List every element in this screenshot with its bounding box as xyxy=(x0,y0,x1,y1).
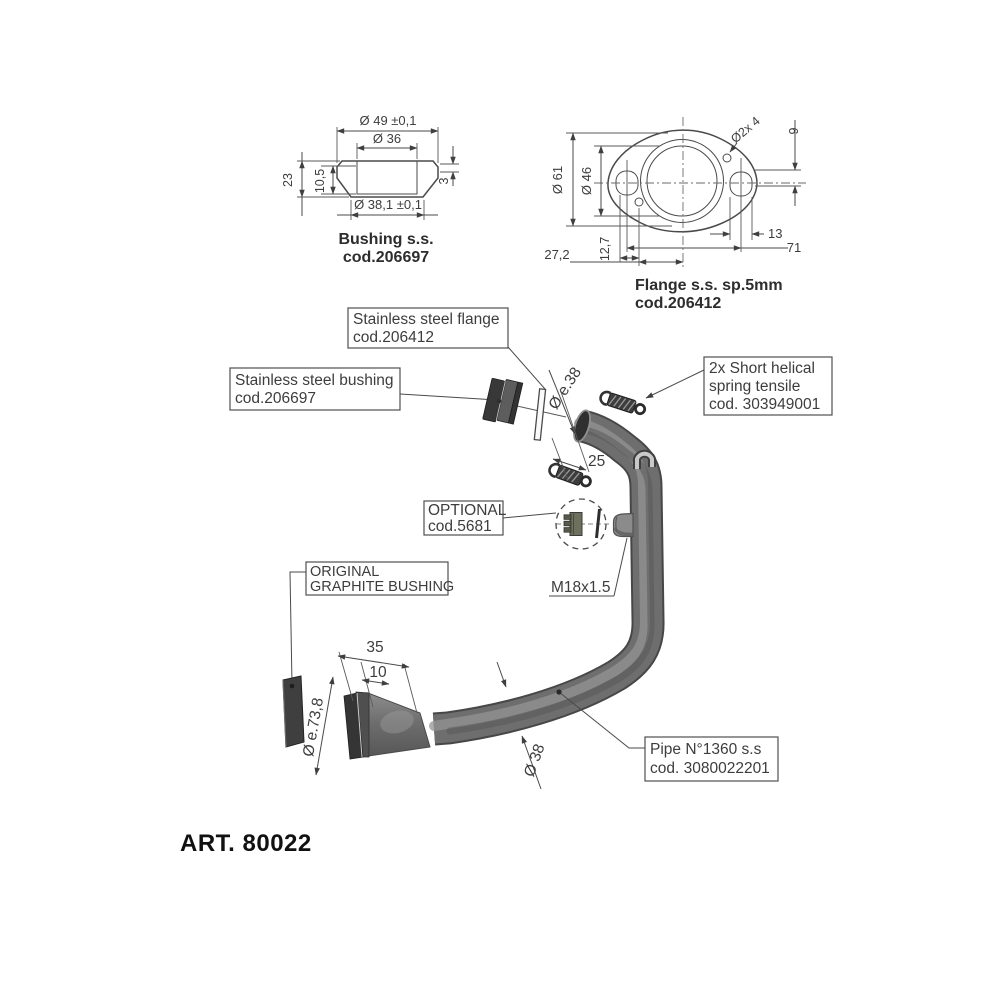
callout-optional: OPTIONAL cod.5681 xyxy=(423,500,507,536)
bushing-bore-lines xyxy=(356,161,418,195)
optional-leader-line xyxy=(502,512,557,519)
callout-bushing-line1: Stainless steel bushing xyxy=(235,372,394,389)
callout-graphite-line2: GRAPHITE BUSHING xyxy=(310,579,454,595)
pipe-flare-end xyxy=(343,691,431,760)
thread-label: M18x1.5 xyxy=(551,579,610,596)
callout-bushing: Stainless steel bushing cod.206697 xyxy=(229,367,401,411)
graphite-leader-line xyxy=(289,571,306,685)
callout-spring-line2: spring tensile xyxy=(709,378,800,395)
exploded-view: Ø e.38 25 35 10 Ø e.73,8 Ø 38 xyxy=(229,307,833,790)
callout-bushing-line2: cod.206697 xyxy=(235,390,316,407)
callout-spring-line3: cod. 303949001 xyxy=(709,396,820,413)
bushing-outline xyxy=(336,160,439,198)
callout-flange-line2: cod.206412 xyxy=(353,329,434,346)
tension-spring-upper xyxy=(599,390,647,416)
callout-graphite: ORIGINAL GRAPHITE BUSHING xyxy=(305,561,454,596)
pipe-leader-line xyxy=(558,691,645,749)
spring-hook-bracket xyxy=(633,449,656,469)
callout-spring: 2x Short helical spring tensile cod. 303… xyxy=(703,356,833,416)
callout-pipe-line2: cod. 3080022201 xyxy=(650,760,770,777)
dim-bushing-lip: 3 xyxy=(437,177,451,184)
flange-code: cod.206412 xyxy=(635,295,721,312)
callout-graphite-line1: ORIGINAL xyxy=(310,564,379,580)
flange-outline xyxy=(607,129,758,233)
exhaust-pipe xyxy=(429,409,665,746)
dim-flange-shx: 12,7 xyxy=(598,237,612,261)
pipe-opening xyxy=(573,409,591,443)
dim-bushing-bore: Ø 36 xyxy=(373,131,401,146)
sensor-washer xyxy=(595,508,601,539)
graphite-leader-dot xyxy=(289,683,295,689)
dim-insert-depth: 25 xyxy=(588,453,605,470)
dim-flange-bore: Ø 46 xyxy=(579,167,594,195)
dim-flange-span: 71 xyxy=(787,240,801,255)
callout-flange: Stainless steel flange cod.206412 xyxy=(347,307,509,349)
dim-flare-band: 10 xyxy=(369,664,387,681)
tension-spring-lower xyxy=(548,462,592,488)
dim-flange-shy: 27,2 xyxy=(544,247,569,262)
callout-optional-line2: cod.5681 xyxy=(428,518,492,535)
callout-optional-line1: OPTIONAL xyxy=(428,502,507,519)
exploded-dimensions: Ø e.38 25 35 10 Ø e.73,8 Ø 38 xyxy=(300,364,605,790)
callout-spring-line1: 2x Short helical xyxy=(709,360,815,377)
flange-leader-line xyxy=(507,346,546,390)
flange-chamfer-circle xyxy=(640,139,724,223)
bushing-title: Bushing s.s. xyxy=(338,231,433,248)
article-number: ART. 80022 xyxy=(180,830,312,857)
stainless-flange-part xyxy=(533,388,547,441)
spring-leader-line xyxy=(645,369,705,399)
flange-small-hole xyxy=(634,197,644,207)
dim-flange-od: Ø 61 xyxy=(550,166,565,194)
callout-pipe: Pipe N°1360 s.s cod. 3080022201 xyxy=(644,736,779,782)
dim-flange-slot: 13 xyxy=(768,226,782,241)
dim-flange-hole-offset: 9 xyxy=(787,127,801,134)
flange-bore-circle xyxy=(646,145,718,217)
dim-bushing-id: Ø 38,1 ±0,1 xyxy=(354,197,422,212)
bushing-section-drawing: Ø 49 ±0,1 Ø 36 23 10,5 3 Ø 38,1 ±0,1 Bus… xyxy=(281,113,459,266)
dim-pipe-end-diameter: Ø e.38 xyxy=(545,364,585,412)
dim-bushing-height: 23 xyxy=(281,173,295,187)
optional-sensor-plug xyxy=(555,498,612,550)
dim-flare-length: 35 xyxy=(366,639,383,656)
dim-bushing-od: Ø 49 ±0,1 xyxy=(359,113,416,128)
flange-title: Flange s.s. sp.5mm xyxy=(635,277,783,294)
dim-bushing-depth: 10,5 xyxy=(313,169,327,193)
dim-flare-diameter: Ø e.73,8 xyxy=(300,696,327,758)
callout-thread: M18x1.5 xyxy=(549,537,628,597)
stainless-bushing-part xyxy=(482,377,524,425)
bushing-leader-line xyxy=(399,393,498,401)
pipe-leader-dot xyxy=(556,689,562,695)
bushing-leader-dot xyxy=(496,398,502,404)
sensor-bung xyxy=(612,512,634,538)
dim-flange-holes: Ø2x 4 xyxy=(728,114,763,146)
callout-flange-line1: Stainless steel flange xyxy=(353,311,499,328)
flange-face-drawing: Ø 61 Ø 46 9 13 71 12,7 27,2 Ø2x 4 xyxy=(544,114,806,312)
flange-pin-hole xyxy=(722,153,732,163)
bushing-code: cod.206697 xyxy=(343,249,429,266)
callout-pipe-line1: Pipe N°1360 s.s xyxy=(650,741,762,758)
dim-pipe-diameter: Ø 38 xyxy=(521,742,548,779)
